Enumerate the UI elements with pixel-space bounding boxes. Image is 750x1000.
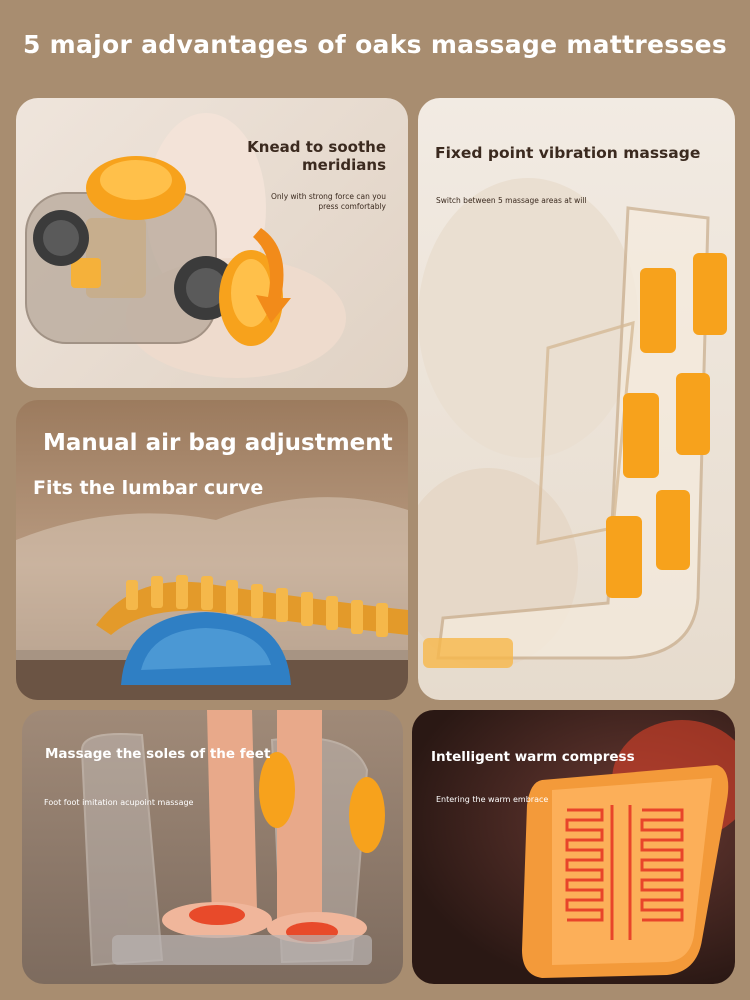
knead-title: Knead to soothe meridians	[247, 138, 386, 174]
vibration-title: Fixed point vibration massage	[435, 144, 701, 162]
warm-panel: Intelligent warm compress Entering the w…	[412, 710, 735, 984]
page-title: 5 major advantages of oaks massage mattr…	[22, 30, 728, 59]
vibration-panel: Fixed point vibration massage Switch bet…	[418, 98, 735, 700]
airbag-panel: Manual air bag adjustment Fits the lumba…	[16, 400, 408, 700]
feet-panel: Massage the soles of the feet Foot foot …	[22, 710, 403, 984]
knead-panel: Knead to soothe meridians Only with stro…	[16, 98, 408, 388]
feet-title: Massage the soles of the feet	[45, 746, 271, 762]
warm-title: Intelligent warm compress	[431, 749, 635, 765]
airbag-title: Manual air bag adjustment	[43, 430, 393, 456]
foot-massager-icon	[80, 710, 385, 967]
heating-pad-icon	[522, 720, 735, 978]
feet-subtitle: Foot foot imitation acupoint massage	[44, 798, 194, 807]
vibration-subtitle: Switch between 5 massage areas at will	[436, 196, 587, 205]
airbag-subtitle: Fits the lumbar curve	[33, 477, 264, 499]
airbag-spine-icon	[16, 497, 408, 700]
massage-roller-icon	[25, 113, 346, 378]
vibration-nodes-icon	[418, 178, 727, 668]
warm-subtitle: Entering the warm embrace	[436, 795, 549, 804]
knead-subtitle: Only with strong force can you press com…	[270, 192, 386, 211]
